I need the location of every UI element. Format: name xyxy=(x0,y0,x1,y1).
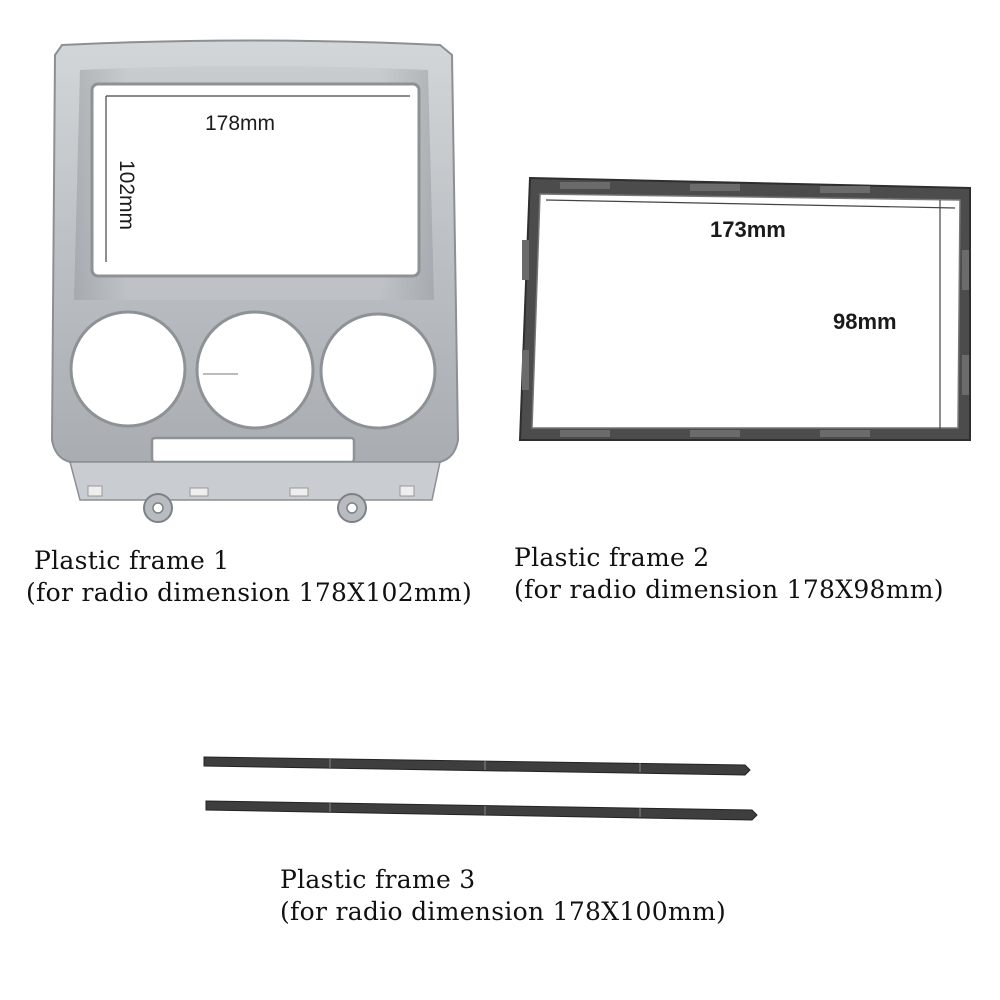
frame-1-vent-hole-right xyxy=(319,312,437,430)
frame-2-caption: Plastic frame 2 (for radio dimension 178… xyxy=(514,542,944,606)
frame-2-height-label: 98mm xyxy=(833,309,897,334)
frame-2-width-label: 173mm xyxy=(710,217,786,242)
frame-1-width-label: 178mm xyxy=(205,112,275,135)
frame-3-caption-detail: (for radio dimension 178X100mm) xyxy=(280,897,727,926)
frame-1-screen-opening xyxy=(90,82,421,278)
frame-3-caption: Plastic frame 3 (for radio dimension 178… xyxy=(280,864,726,928)
frame-1-height-label: 102mm xyxy=(115,160,138,230)
frame-1-caption: Plastic frame 1 (for radio dimension 178… xyxy=(26,545,472,609)
frame-3-strip-top xyxy=(203,756,751,776)
frame-2-caption-title: Plastic frame 2 xyxy=(514,543,710,572)
frame-1-caption-title: Plastic frame 1 xyxy=(34,546,230,575)
frame-3-caption-title: Plastic frame 3 xyxy=(280,865,476,894)
frame-1-caption-detail: (for radio dimension 178X102mm) xyxy=(26,578,473,607)
frame-2-caption-detail: (for radio dimension 178X98mm) xyxy=(514,575,944,604)
frame-1-vent-hole-left xyxy=(69,310,187,428)
frame-1-vent-hole-center xyxy=(195,310,315,430)
frame-3-strip-bottom xyxy=(205,800,758,821)
